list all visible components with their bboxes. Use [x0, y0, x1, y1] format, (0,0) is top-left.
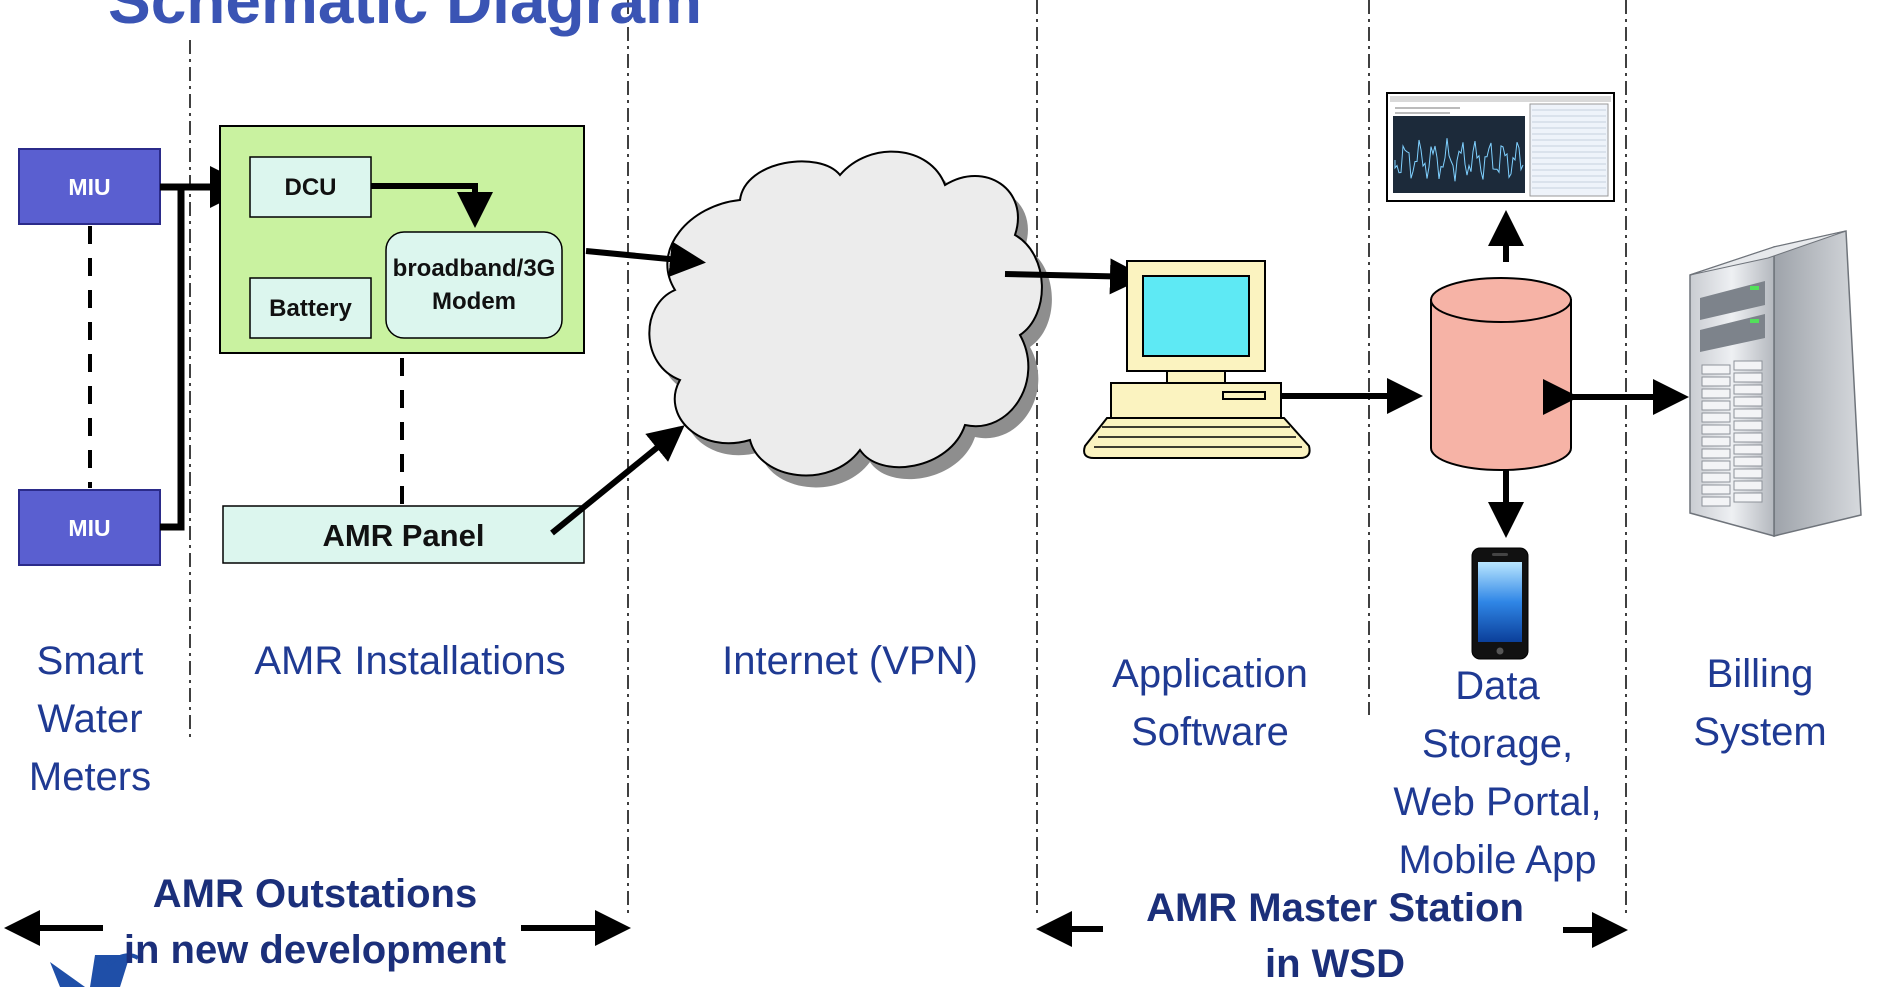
outstations-group-label: AMR Outstations in new development — [123, 872, 507, 972]
database-icon — [1430, 277, 1572, 471]
miu-top-label: MIU — [68, 174, 111, 200]
dcu-box — [249, 156, 372, 218]
modem-to-cloud-arrow — [585, 241, 706, 278]
amr-installations-label: AMR Installations — [254, 639, 566, 683]
miu-bottom-label: MIU — [68, 515, 111, 541]
modem-label-line1: broadband/3G — [392, 255, 556, 282]
page-title: Schematic Diagram — [108, 0, 703, 37]
modem-label-line2: Modem — [432, 288, 516, 315]
amr-panel-box — [222, 505, 585, 564]
amr-panel-label: AMR Panel — [322, 518, 485, 553]
billing-system-label: Billing System — [1693, 652, 1827, 754]
wsd-logo — [50, 953, 140, 987]
mobile-phone-icon — [1471, 547, 1529, 660]
battery-label: Battery — [269, 295, 352, 322]
master-station-group-label: AMR Master Station in WSD — [1146, 886, 1524, 986]
panel-to-cloud-arrow — [550, 425, 685, 536]
billing-server-icon — [1689, 230, 1862, 537]
dcu-to-modem-arrow — [371, 183, 493, 228]
smart-water-meters-label: Smart Water Meters — [28, 639, 152, 799]
computer-icon — [1083, 260, 1311, 459]
modem-box — [385, 231, 563, 339]
column-separators — [189, 0, 1627, 915]
web-portal-screenshot — [1386, 92, 1615, 202]
internet-cloud — [648, 150, 1052, 488]
cloud-to-pc-arrow — [1004, 258, 1146, 295]
miu-box-top — [18, 148, 161, 225]
application-software-label: Application Software — [1112, 652, 1308, 754]
internet-label: Internet (VPN) — [722, 639, 978, 683]
data-storage-label: Data Storage, Web Portal, Mobile App — [1393, 664, 1602, 882]
battery-box — [249, 277, 372, 339]
dcu-label: DCU — [284, 174, 337, 201]
